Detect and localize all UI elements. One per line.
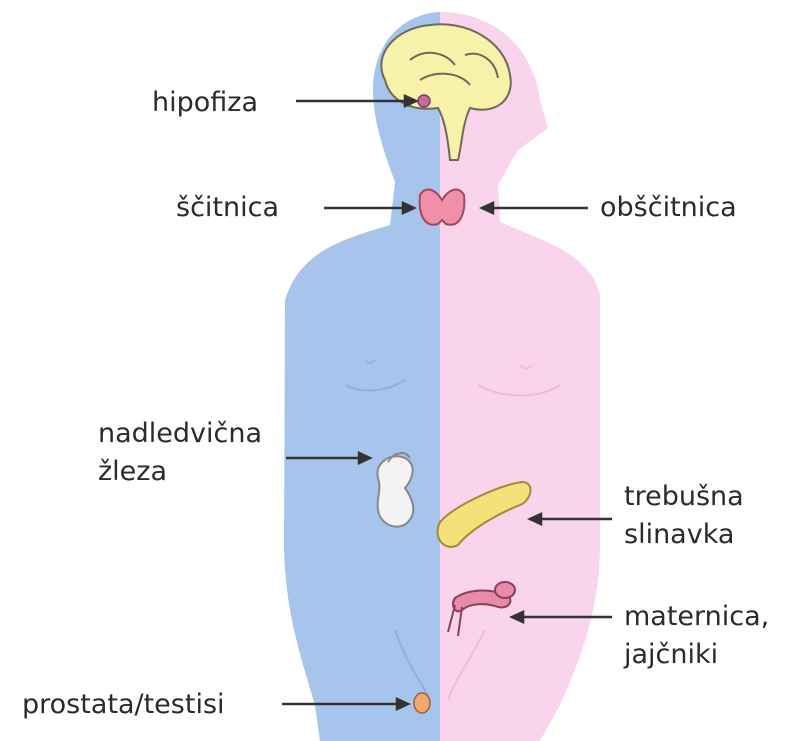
label-trebusna-line1: trebušna	[624, 478, 744, 516]
label-obscitnica-text: obščitnica	[600, 189, 737, 227]
label-trebusna-slinavka: trebušna slinavka	[624, 478, 744, 554]
label-nadledvicna-line2: žleza	[98, 453, 262, 491]
label-hipofiza: hipofiza	[152, 84, 258, 122]
label-prostata-text: prostata/testisi	[22, 686, 225, 724]
label-trebusna-line2: slinavka	[624, 516, 744, 554]
label-maternica-jajcniki: maternica, jajčniki	[624, 598, 769, 674]
label-nadledvicna: nadledvična žleza	[98, 415, 262, 491]
label-nadledvicna-line1: nadledvična	[98, 415, 262, 453]
prostate-organ	[414, 693, 430, 713]
label-obscitnica: obščitnica	[600, 189, 737, 227]
label-scitnica: ščitnica	[176, 189, 279, 227]
label-prostata: prostata/testisi	[22, 686, 225, 724]
male-body-half	[284, 12, 440, 741]
label-maternica-line1: maternica,	[624, 598, 769, 636]
pituitary-organ	[418, 95, 430, 107]
label-hipofiza-text: hipofiza	[152, 84, 258, 122]
label-maternica-line2: jajčniki	[624, 636, 769, 674]
label-scitnica-text: ščitnica	[176, 189, 279, 227]
